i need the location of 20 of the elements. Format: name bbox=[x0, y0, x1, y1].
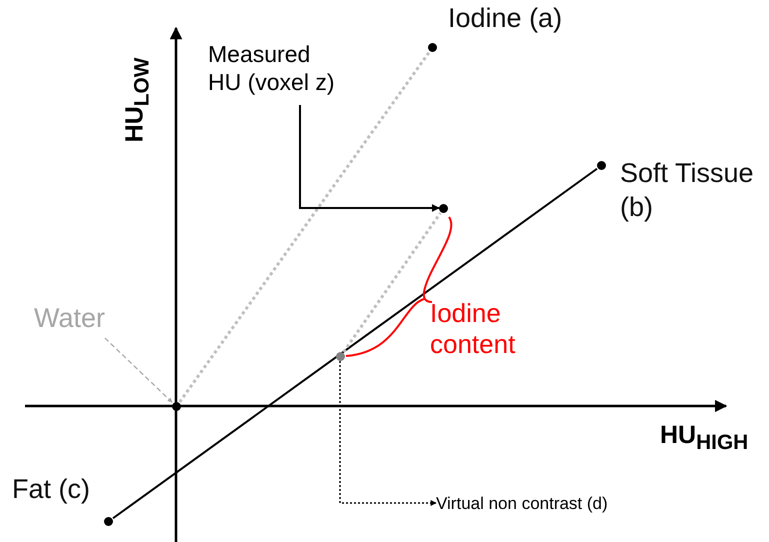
data-point bbox=[428, 43, 437, 52]
data-point bbox=[439, 204, 448, 213]
data-point bbox=[172, 402, 181, 411]
data-point bbox=[104, 517, 113, 526]
arrow bbox=[339, 361, 437, 506]
data-point bbox=[597, 161, 606, 170]
arrow bbox=[299, 105, 440, 212]
text-label: Measured HU (voxel z) bbox=[208, 33, 348, 105]
point-label: Fat (c) bbox=[12, 473, 90, 506]
arrow bbox=[104, 338, 172, 403]
line bbox=[112, 168, 598, 520]
line bbox=[178, 51, 431, 403]
text-label: Virtual non contrast (d) bbox=[436, 493, 736, 515]
data-point bbox=[336, 352, 345, 361]
line bbox=[342, 212, 442, 353]
text-label: Water bbox=[34, 298, 134, 338]
annotation-text: Iodine content bbox=[430, 298, 516, 360]
point-label: Soft Tissue (b) bbox=[620, 157, 755, 224]
axis-title: HU$_{HIGH}$ bbox=[660, 420, 748, 456]
point-label: Iodine (a) bbox=[448, 2, 562, 35]
